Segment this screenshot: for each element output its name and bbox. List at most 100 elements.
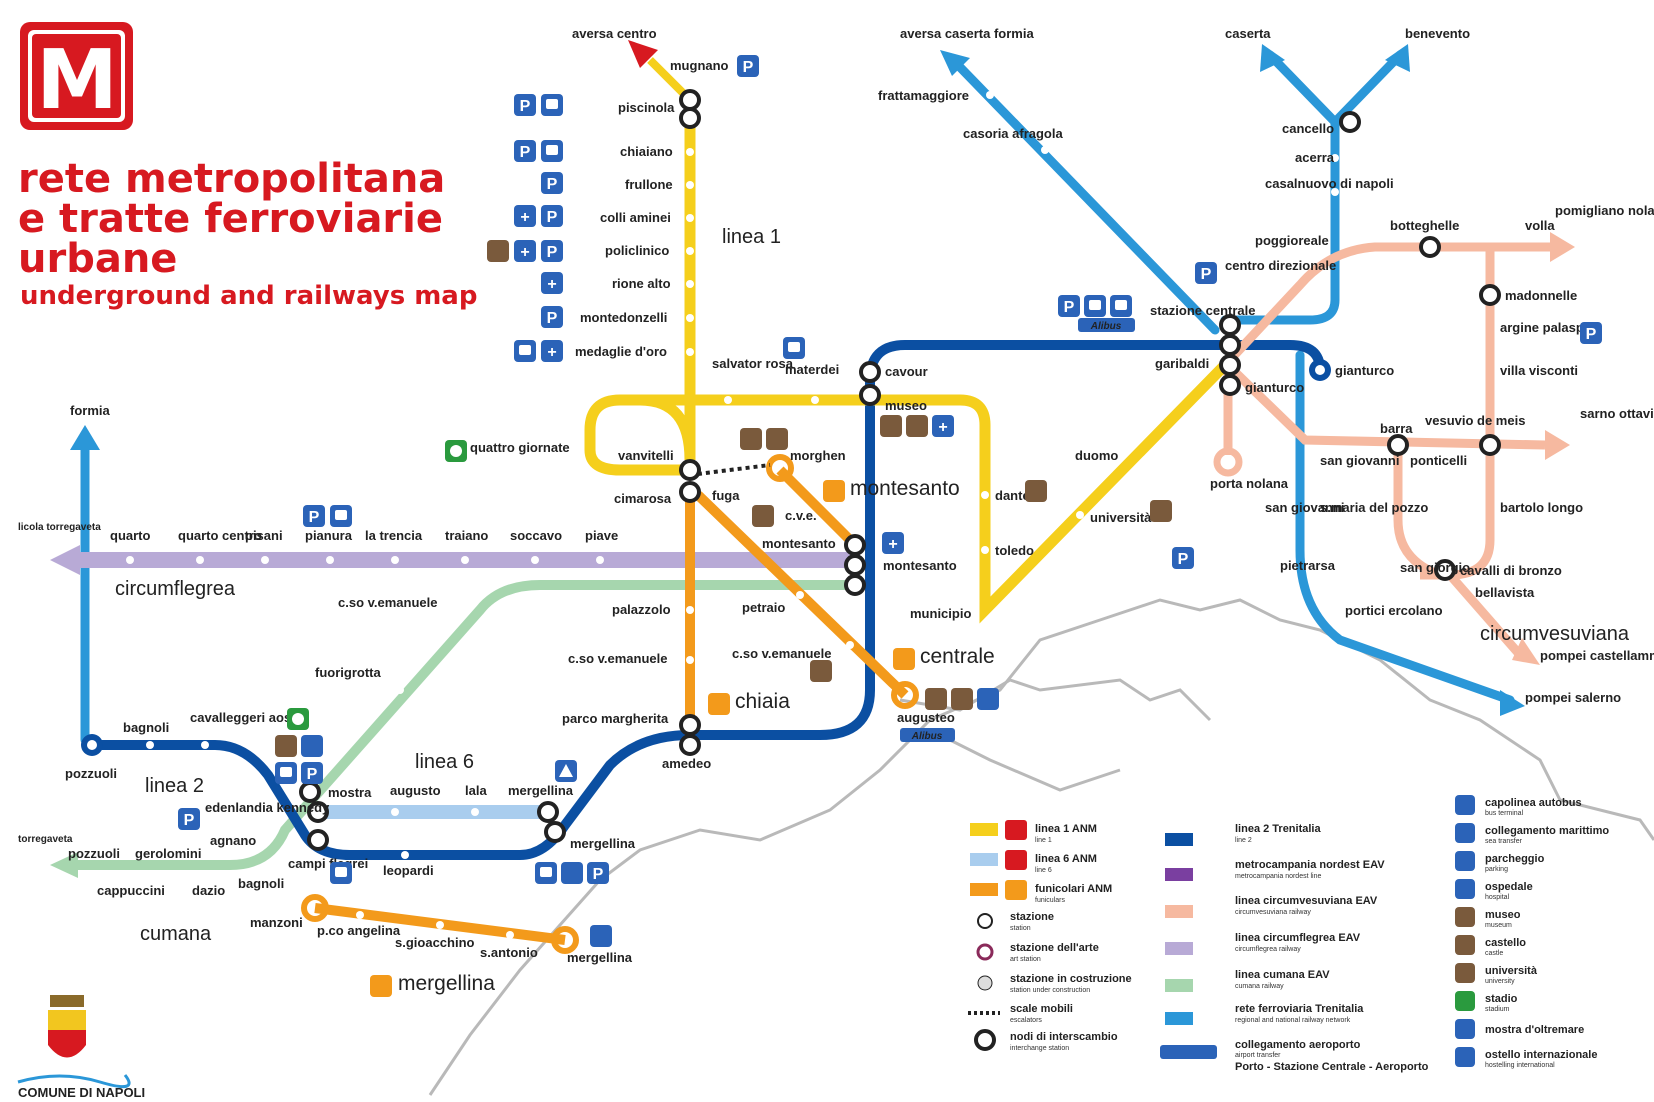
legend-col2-5-sub: regional and national railway network — [1235, 1017, 1351, 1024]
label-san-giovanni: san giovanni — [1320, 453, 1399, 468]
dot-s-antonio — [506, 931, 514, 939]
legend-col1-4: stazione dell'arte — [1010, 942, 1099, 954]
linea6-name: linea 6 — [415, 751, 474, 773]
logo-letter: M — [36, 33, 118, 128]
node-botteghelle — [1419, 236, 1441, 258]
legend-col3-6: università — [1485, 965, 1538, 977]
escalator-link — [689, 463, 771, 477]
label-chiaiano: chiaiano — [620, 144, 673, 159]
terminus-gianturco-inner — [1315, 365, 1325, 375]
label-quarto: quarto — [110, 528, 151, 543]
bus-icon — [275, 762, 297, 784]
alibus-badge-augusteo: Alibus — [900, 728, 955, 742]
label-cso-ve-centrale: c.so v.emanuele — [732, 646, 831, 661]
label-edenlandia: edenlandia kennedy — [205, 800, 330, 815]
node-madonnelle — [1479, 284, 1501, 306]
terminus-mergellina-fun — [551, 926, 579, 954]
svg-text:P: P — [1178, 551, 1189, 568]
dot-leopardi — [401, 851, 409, 859]
legend-funicular-icon — [1005, 880, 1027, 900]
dot-toledo — [981, 546, 989, 554]
label-aversa-centro: aversa centro — [572, 26, 657, 41]
terminus-porta-nolana — [1213, 447, 1243, 477]
node-cavour — [859, 361, 881, 383]
node-parco-margherita — [679, 714, 701, 736]
legend-stadium-icon — [1455, 991, 1475, 1011]
node-mostra-1 — [299, 781, 321, 803]
arrow-aversa-caserta — [940, 50, 970, 76]
dot-rione-alto — [686, 280, 694, 288]
node-campi-flegrei — [307, 829, 329, 851]
legend-art-station-icon — [976, 943, 994, 961]
dot-pisani — [261, 556, 269, 564]
label-mergellina-fun: mergellina — [567, 950, 633, 965]
university-icon — [906, 415, 928, 437]
legend-col1-2-sub: funiculars — [1035, 897, 1065, 904]
legend-castle-icon — [1455, 935, 1475, 955]
hospital-icon: + — [882, 532, 904, 554]
node-piscinola-2 — [679, 107, 701, 129]
hospital-icon: + — [541, 340, 563, 362]
label-licola: licola torregaveta — [18, 522, 101, 533]
arrow-pompei-sorrento — [1512, 638, 1540, 665]
arrow-formia — [70, 425, 100, 450]
label-leopardi: leopardi — [383, 863, 434, 878]
legend-col2-2: linea circumvesuviana EAV — [1235, 895, 1378, 907]
circumflegrea-name: circumflegrea — [115, 578, 236, 600]
city-label: COMUNE DI NAPOLI — [18, 1085, 145, 1100]
legend-interchange-icon — [974, 1029, 996, 1051]
label-cavalli-di-bronzo: cavalli di bronzo — [1460, 563, 1562, 578]
terminus-centrale-funicular — [891, 681, 919, 709]
label-pompei-castellammare: pompei castellammare sorrento — [1540, 648, 1654, 663]
parking-icon: P — [541, 205, 563, 227]
label-ponticelli: ponticelli — [1410, 453, 1467, 468]
hostel-icon — [555, 760, 577, 782]
legend-col1-3-sub: station — [1010, 925, 1031, 932]
legend-swatch-cumana — [1165, 979, 1193, 992]
dot-pianura — [326, 556, 334, 564]
legend-alibus-badge — [1160, 1045, 1217, 1059]
label-montedonzelli: montedonzelli — [580, 310, 667, 325]
dot-chiaiano — [686, 148, 694, 156]
funicular-chiaia: chiaia — [735, 690, 790, 713]
legend-col2-1: metrocampania nordest EAV — [1235, 859, 1385, 871]
museum-icon — [880, 415, 902, 437]
dot-universita — [1076, 511, 1084, 519]
label-botteghelle: botteghelle — [1390, 218, 1459, 233]
dot-casoria — [1041, 146, 1049, 154]
sea-transfer-icon — [977, 688, 999, 710]
legend-museum-icon — [1455, 907, 1475, 927]
bus-icon — [1110, 295, 1132, 317]
legend-sea-transfer-icon — [1455, 823, 1475, 843]
label-pietrarsa: pietrarsa — [1280, 558, 1336, 573]
label-pianura: pianura — [305, 528, 353, 543]
label-vesuvio-de-meis: vesuvio de meis — [1425, 413, 1525, 428]
title-line-2: e tratte ferroviarie — [18, 196, 443, 242]
label-cancello: cancello — [1282, 121, 1334, 136]
node-garibaldi-1 — [1219, 334, 1241, 356]
label-museo: museo — [885, 398, 927, 413]
linea1-line — [584, 100, 696, 476]
circumvesuviana-name: circumvesuviana — [1480, 623, 1630, 645]
svg-text:P: P — [520, 144, 531, 161]
university-icon — [1150, 500, 1172, 522]
node-barra — [1387, 434, 1409, 456]
legend-exhibition-icon — [1455, 1019, 1475, 1039]
label-municipio: municipio — [910, 606, 971, 621]
legend-col1-1-sub: line 6 — [1035, 867, 1052, 874]
label-san-giorgio: san giorgio — [1400, 560, 1470, 575]
university-icon — [752, 505, 774, 527]
svg-text:+: + — [547, 344, 556, 361]
dot-augusto — [391, 808, 399, 816]
bus-icon — [541, 94, 563, 116]
dot-montedonzelli — [686, 314, 694, 322]
legend-col1-6-sub: escalators — [1010, 1017, 1042, 1024]
arrow-pomigliano — [1550, 232, 1575, 262]
linea2-name: linea 2 — [145, 775, 204, 797]
svg-text:P: P — [520, 98, 531, 115]
sea-transfer-icon — [590, 925, 612, 947]
label-volla: volla — [1525, 218, 1555, 233]
legend-swatch-linea1 — [970, 823, 998, 836]
dot-policlinico — [686, 247, 694, 255]
label-portici-ercolano: portici ercolano — [1345, 603, 1443, 618]
